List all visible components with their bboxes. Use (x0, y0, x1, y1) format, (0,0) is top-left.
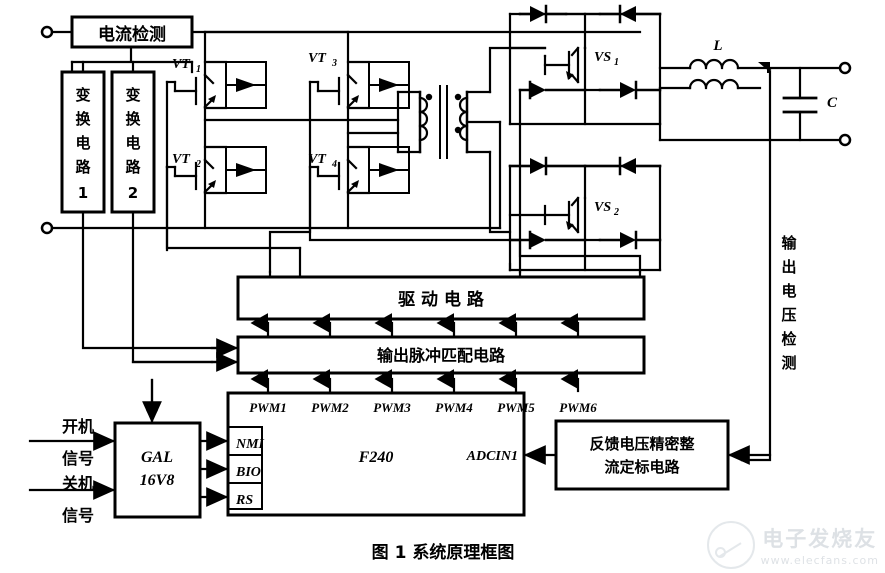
rectifier-bridge-vs2 (508, 156, 662, 272)
igbt-vs1 (543, 46, 580, 84)
svg-text:开机: 开机 (62, 417, 94, 436)
dsp-name-label: F240 (358, 449, 394, 466)
feedback-block (554, 419, 730, 491)
svg-text:VT: VT (308, 51, 327, 66)
sec-top-lead (488, 46, 512, 94)
label-capacitor: C (827, 95, 838, 111)
pwm5-label: PWM5 (497, 400, 535, 415)
bio-pin-label: BIO (235, 465, 261, 480)
svg-text:换: 换 (125, 110, 141, 128)
svg-text:电: 电 (781, 282, 796, 300)
svg-text:关机: 关机 (62, 474, 94, 493)
label-vt4: VT 4 (308, 152, 337, 170)
gate-wire-vt4 (268, 165, 312, 274)
diode-d6 (583, 156, 662, 176)
svg-text:电: 电 (125, 134, 140, 152)
pwm1-label: PWM1 (249, 400, 287, 415)
gal-label-line2: 16V8 (140, 472, 175, 489)
svg-text:路: 路 (125, 158, 141, 176)
label-vs2: VS 2 (594, 200, 619, 218)
igbt-vt1 (165, 60, 267, 110)
diode-d8 (598, 230, 662, 250)
conversion-circuit-2-label: 变 换 电 路 2 (125, 86, 141, 202)
figure-caption: 图 1 系统原理框图 (372, 542, 515, 563)
svg-text:4: 4 (331, 159, 337, 170)
rectifier-bridge-vs1 (508, 4, 662, 126)
svg-text:VT: VT (172, 57, 191, 72)
feedback-label-line2: 流定标电路 (604, 458, 680, 476)
svg-text:变: 变 (75, 86, 90, 104)
drive-circuit-block (236, 275, 646, 321)
current-sense-label: 电流检测 (98, 24, 166, 45)
igbt-vt4 (308, 145, 410, 195)
drive-circuit-label: 驱 动 电 路 (398, 289, 485, 310)
svg-text:1: 1 (614, 57, 619, 68)
pwm2-label: PWM2 (311, 400, 349, 415)
igbt-vs2 (543, 196, 580, 234)
pulse-match-label: 输出脉冲匹配电路 (377, 346, 506, 365)
conversion-circuit-2 (110, 70, 156, 214)
svg-text:VT: VT (308, 152, 327, 167)
gate-wire-vs1 (518, 122, 642, 274)
sec-bottom-lead (488, 150, 512, 234)
svg-text:路: 路 (75, 158, 91, 176)
output-terminal-positive (838, 61, 852, 75)
adcin1-pin-label: ADCIN1 (466, 449, 518, 464)
svg-text:2: 2 (613, 207, 619, 218)
transformer (396, 85, 502, 159)
svg-text:变: 变 (125, 86, 140, 104)
power-off-signal-label: 关机 信号 (62, 474, 94, 525)
svg-text:VS: VS (594, 50, 611, 65)
power-on-signal-label: 开机 信号 (62, 417, 94, 468)
input-terminal-bottom (40, 221, 54, 235)
svg-text:出: 出 (781, 258, 796, 276)
gal-block (113, 421, 202, 519)
rs-pin-label: RS (235, 493, 253, 508)
pwm4-label: PWM4 (435, 400, 473, 415)
svg-text:信号: 信号 (62, 449, 94, 468)
pwm3-label: PWM3 (373, 400, 411, 415)
svg-text:信号: 信号 (62, 506, 94, 525)
dsp-input-pin-labels: NMI BIO RS (235, 437, 265, 508)
label-vs1: VS 1 (594, 50, 619, 68)
pwm6-label: PWM6 (559, 400, 597, 415)
svg-text:2: 2 (128, 184, 138, 202)
svg-text:2: 2 (195, 159, 201, 170)
svg-text:VT: VT (172, 152, 191, 167)
svg-text:电: 电 (75, 134, 90, 152)
feedback-label-line1: 反馈电压精密整 (589, 435, 694, 453)
output-terminal-negative (838, 133, 852, 147)
diode-d4 (598, 80, 662, 100)
capacitor-C (782, 66, 818, 142)
svg-text:压: 压 (781, 306, 796, 324)
svg-text:输: 输 (781, 234, 797, 252)
pwm-pin-labels: PWM1 PWM2 PWM3 PWM4 PWM5 PWM6 (249, 400, 597, 415)
svg-text:1: 1 (78, 184, 88, 202)
label-vt3: VT 3 (308, 51, 337, 69)
svg-text:1: 1 (196, 64, 201, 75)
diode-d7 (508, 230, 587, 250)
label-inductor: L (712, 38, 722, 54)
output-sense-label: 输 出 电 压 检 测 (781, 234, 797, 372)
igbt-vt3 (308, 60, 410, 110)
inductor-L (658, 58, 770, 90)
nmi-pin-label: NMI (235, 437, 265, 452)
wire-conv1-to-pulsematch (81, 226, 230, 350)
svg-text:VS: VS (594, 200, 611, 215)
svg-text:检: 检 (781, 330, 796, 348)
input-terminal-top (40, 25, 54, 39)
diode-d1 (518, 4, 568, 24)
igbt-vt2 (165, 145, 267, 195)
svg-text:3: 3 (331, 58, 337, 69)
svg-text:测: 测 (781, 354, 796, 372)
conversion-circuit-1-label: 变 换 电 路 1 (75, 86, 91, 202)
gal-label-line1: GAL (141, 449, 173, 466)
label-vt1: VT 1 (172, 57, 201, 75)
diode-d3 (518, 80, 587, 100)
svg-text:换: 换 (75, 110, 91, 128)
diode-d2 (598, 4, 662, 24)
label-vt2: VT 2 (172, 152, 201, 170)
